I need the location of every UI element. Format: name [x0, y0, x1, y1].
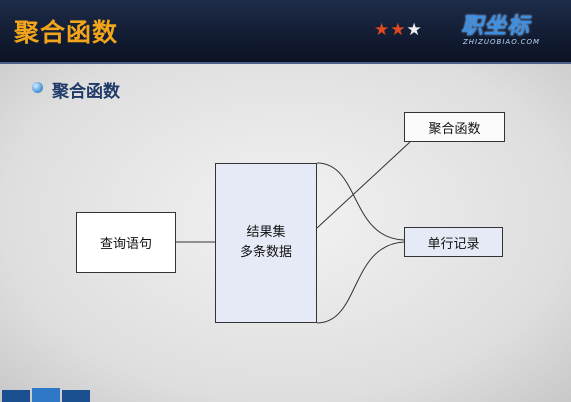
slide-title: 聚合函数 — [14, 18, 119, 47]
star-icon: ★ — [390, 20, 407, 40]
node-aggregate-label: 聚合函数 — [428, 121, 481, 137]
edge-result-single-row-top — [316, 162, 405, 241]
brand-logo: 职坐标 ZHIZUOBIAO.COM — [455, 8, 561, 52]
node-query: 查询语句 — [76, 212, 176, 273]
node-result-label-line1: 结果集 — [246, 225, 286, 240]
footer-decoration — [2, 388, 90, 402]
header-bar: 聚合函数 ★★★ 职坐标 ZHIZUOBIAO.COM — [0, 0, 571, 64]
logo-text: 职坐标 — [461, 14, 531, 39]
node-result-label-line2: 多条数据 — [239, 245, 292, 260]
edge-result-single-row-bottom — [316, 241, 405, 324]
rating-stars: ★★★ — [374, 20, 423, 40]
node-result-set: 结果集 多条数据 — [215, 163, 317, 323]
logo-subtext: ZHIZUOBIAO.COM — [463, 38, 541, 46]
node-single-row-label: 单行记录 — [427, 236, 480, 252]
star-icon: ★ — [406, 20, 423, 40]
section-heading: 聚合函数 — [52, 82, 120, 102]
node-aggregate: 聚合函数 — [404, 112, 505, 142]
node-query-label: 查询语句 — [99, 237, 152, 252]
star-icon: ★ — [374, 20, 391, 40]
edge-result-aggregate — [316, 141, 411, 229]
bullet-icon — [32, 82, 43, 93]
node-single-row: 单行记录 — [404, 227, 503, 257]
